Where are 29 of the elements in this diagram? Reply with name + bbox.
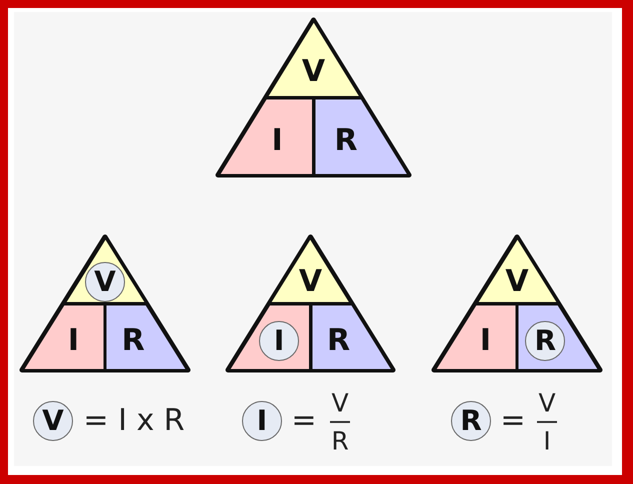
- right-segment: [310, 304, 393, 370]
- formula-text: = I x R: [83, 406, 185, 436]
- formula-triangle: [228, 237, 393, 370]
- equals-sign: =: [500, 406, 526, 436]
- variable-letter: V: [302, 56, 326, 87]
- variable-letter: R: [334, 126, 358, 156]
- variable-letter: I: [272, 126, 283, 156]
- variable-letter: V: [298, 266, 322, 297]
- variable-letter: R: [122, 326, 145, 356]
- numerator: V: [331, 390, 349, 416]
- right-segment: [517, 304, 600, 370]
- variable-letter: I: [68, 326, 80, 356]
- left-segment: [218, 98, 314, 175]
- formula-triangle: [22, 237, 188, 370]
- right-segment: [105, 304, 188, 370]
- equals-sign: =: [291, 406, 317, 436]
- left-segment: [22, 304, 105, 370]
- variable-letter: I: [480, 326, 492, 356]
- variable-letter: V: [505, 266, 529, 297]
- denominator: R: [331, 428, 349, 454]
- formula-triangle: [218, 20, 409, 175]
- left-segment: [228, 304, 310, 370]
- top-segment: [266, 20, 362, 98]
- right-segment: [314, 98, 409, 175]
- formula-triangle: [434, 237, 600, 370]
- left-segment: [434, 304, 517, 370]
- denominator: I: [543, 428, 551, 454]
- variable-letter: R: [327, 326, 350, 356]
- numerator: V: [538, 390, 556, 416]
